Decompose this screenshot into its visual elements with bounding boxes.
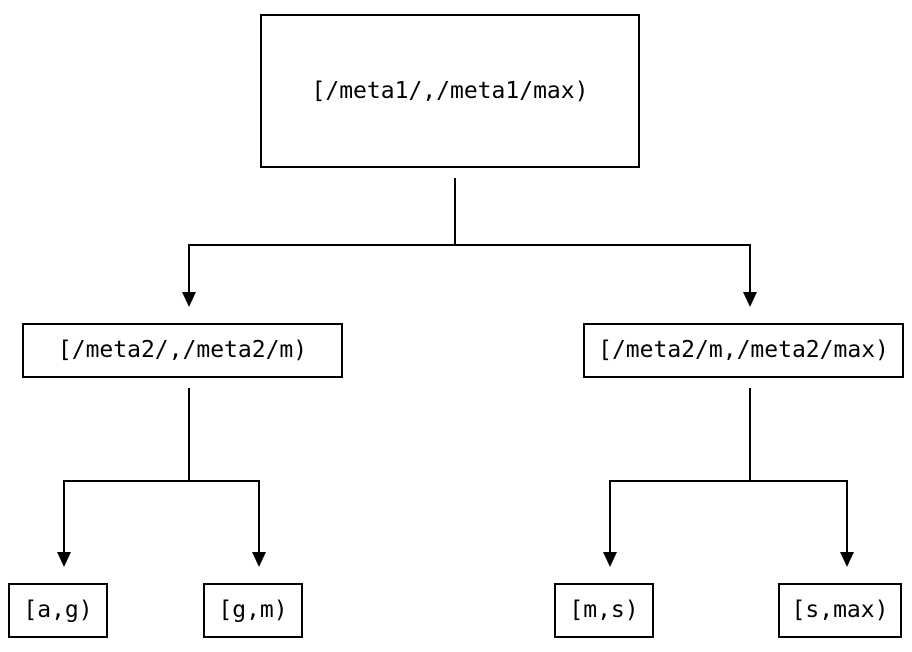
node-leaf-ag: [a,g)	[8, 583, 108, 638]
node-right-child: [/meta2/m,/meta2/max)	[583, 323, 904, 378]
node-right-child-label: [/meta2/m,/meta2/max)	[598, 337, 889, 363]
node-leaf-ms-label: [m,s)	[569, 597, 639, 623]
arrowhead-leaf-smax-icon	[840, 552, 854, 567]
node-root: [/meta1/,/meta1/max)	[260, 14, 640, 168]
edge-lines	[63, 178, 848, 553]
arrowhead-leaf-ag-icon	[57, 552, 71, 567]
node-leaf-smax-label: [s,max)	[791, 597, 889, 623]
node-root-label: [/meta1/,/meta1/max)	[311, 77, 589, 104]
node-leaf-ms: [m,s)	[554, 583, 654, 638]
arrowhead-leaf-ms-icon	[603, 552, 617, 567]
arrowhead-left-child-icon	[182, 292, 196, 307]
node-leaf-gm: [g,m)	[203, 583, 303, 638]
node-leaf-ag-label: [a,g)	[23, 597, 93, 623]
node-leaf-gm-label: [g,m)	[218, 597, 288, 623]
node-left-child: [/meta2/,/meta2/m)	[22, 323, 343, 378]
node-leaf-smax: [s,max)	[778, 583, 902, 638]
arrowhead-right-child-icon	[743, 292, 757, 307]
node-left-child-label: [/meta2/,/meta2/m)	[57, 337, 308, 363]
arrowheads	[57, 292, 854, 567]
arrowhead-leaf-gm-icon	[252, 552, 266, 567]
